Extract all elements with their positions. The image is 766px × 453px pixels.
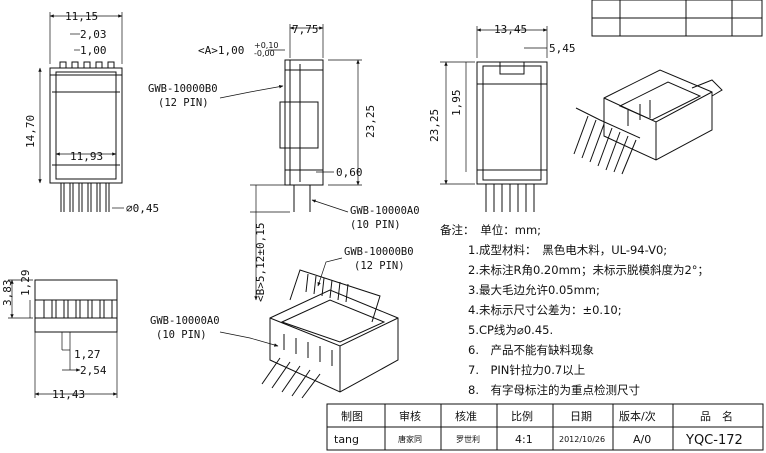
note-item: 8. 有字母标注的为重点检测尺寸 (468, 383, 640, 397)
dim-side-pin: 0,60 (336, 166, 363, 179)
dim-bottom-h2: 1,29 (19, 270, 32, 297)
dim-front-width: 11,15 (65, 10, 98, 23)
note-item: 7. PIN针拉力0.7以上 (468, 363, 585, 377)
callout-a0-pins: (10 PIN) (350, 219, 401, 231)
notes-block: 备注： 单位：mm; 1.成型材料： 黑色电木料，UL-94-V0; 2.未标注… (440, 223, 709, 397)
front-pins (60, 183, 110, 212)
dim-bottom-p1: 1,27 (74, 348, 101, 361)
tb-header-product: 品 名 (700, 409, 733, 423)
back-view (440, 26, 548, 212)
tb-value-product: YQC-172 (685, 433, 743, 448)
callout-a0-part: GWB-10000A0 (350, 205, 420, 217)
tb-value-drawn: tang (334, 433, 359, 446)
callout-b0-part: GWB-10000B0 (148, 83, 218, 95)
note-item: 3.最大毛边允许0.05mm; (468, 283, 600, 297)
iso-view-small (573, 69, 723, 175)
side-view (219, 24, 362, 301)
dim-side-b: <B>5,12±0,15 (254, 223, 267, 302)
tb-header-date: 日期 (570, 410, 592, 423)
note-item: 6. 产品不能有缺料现象 (468, 343, 594, 357)
front-view (38, 12, 124, 212)
callout-iso-a0-pins: (10 PIN) (156, 329, 207, 341)
callout-b0-pins: (12 PIN) (158, 97, 209, 109)
callout-iso-b0-pins: (12 PIN) (354, 260, 405, 272)
dim-side-a-tol-plus: +0,10 (254, 41, 279, 50)
note-item: 1.成型材料： 黑色电木料，UL-94-V0; (468, 243, 667, 257)
dim-back-height: 23,25 (428, 109, 441, 142)
dim-side-top: 7,75 (292, 23, 319, 36)
iso-small-pins (573, 115, 637, 175)
tb-header-scale: 比例 (511, 409, 533, 423)
tb-header-checked: 审核 (399, 409, 421, 423)
dim-bottom-p2: 2,54 (80, 364, 107, 377)
dim-front-d1: 2,03 (80, 28, 107, 41)
dim-front-inner: 11,93 (70, 150, 103, 163)
dim-back-width: 13,45 (494, 23, 527, 36)
dim-side-height: 23,25 (364, 105, 377, 138)
dim-bottom-width: 11,43 (52, 388, 85, 401)
dim-front-height: 14,70 (24, 115, 37, 148)
dim-pin-diameter: ⌀0,45 (126, 202, 159, 215)
note-item: 5.CP线为⌀0.45. (468, 323, 553, 337)
iso-view-large (219, 257, 399, 399)
tb-header-drawn: 制图 (341, 410, 363, 423)
tb-value-approved: 罗世利 (456, 434, 480, 444)
tb-value-date: 2012/10/26 (559, 435, 605, 444)
callout-iso-a0-part: GWB-10000A0 (150, 315, 220, 327)
bottom-view (8, 279, 118, 398)
tb-value-version: A/0 (633, 433, 651, 446)
dim-bottom-h1: 3,83 (1, 280, 14, 307)
title-block (326, 403, 764, 451)
iso-top-pins (305, 273, 349, 303)
callout-iso-b0-part: GWB-10000B0 (344, 246, 414, 258)
revision-grid (591, 0, 763, 37)
dim-front-d2: 1,00 (80, 44, 107, 57)
dim-side-a-tol-minus: -0,00 (254, 49, 275, 58)
back-pins (485, 184, 535, 212)
tb-header-version: 版本/次 (619, 409, 656, 423)
note-item: 2.未标注R角0.20mm；未标示脱模斜度为2°； (468, 263, 709, 277)
tb-header-approved: 核准 (455, 409, 477, 423)
tb-value-scale: 4:1 (515, 433, 533, 446)
notes-header: 备注： 单位：mm; (440, 223, 541, 237)
dim-side-a: <A>1,00 (198, 44, 244, 57)
note-item: 4.未标示尺寸公差为：±0.10; (468, 303, 622, 317)
bottom-view-slots (43, 299, 113, 319)
iso-bottom-pins (261, 357, 321, 399)
tb-value-checked: 唐家同 (398, 434, 422, 444)
dim-back-inner: 1,95 (450, 90, 463, 117)
dim-back-d: 5,45 (549, 42, 576, 55)
